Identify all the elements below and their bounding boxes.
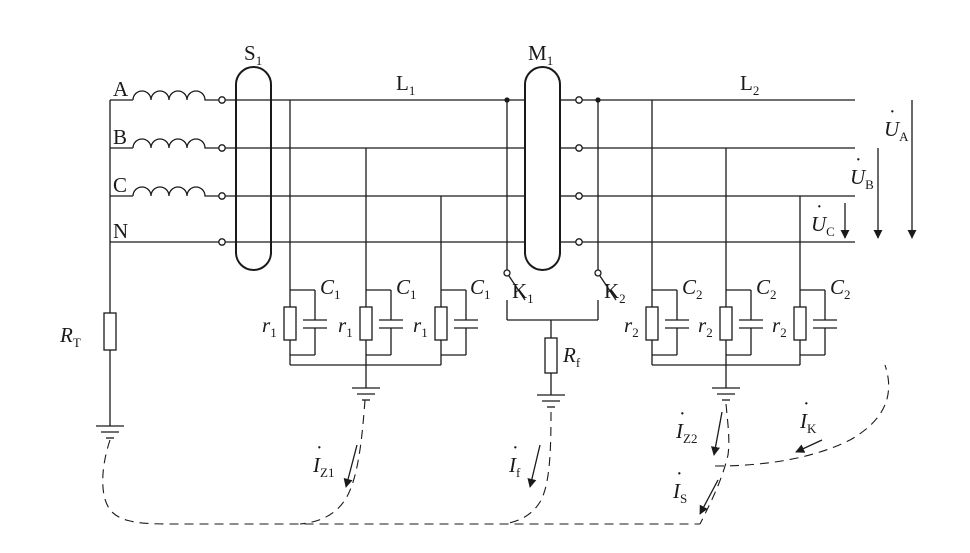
label-ik: IK [799, 409, 817, 436]
label-r2-2: r2 [698, 313, 713, 340]
ct-s1 [235, 66, 272, 271]
resistor-rf [544, 337, 558, 374]
ct-m1 [524, 66, 561, 271]
label-r1-2: r1 [338, 313, 353, 340]
phase-label-c: C [113, 173, 127, 197]
label-uc: UC [811, 212, 835, 239]
phase-label-n: N [113, 219, 128, 243]
dot-ub: · [855, 149, 862, 171]
voltage-arrows [840, 100, 917, 239]
dot-iz1: · [316, 437, 323, 459]
rc-branches-l2 [645, 100, 837, 380]
line-l2 [560, 99, 855, 243]
label-rf: Rf [562, 343, 581, 370]
label-if: If [508, 453, 521, 480]
label-ub: UB [850, 165, 874, 192]
label-l1: L1 [396, 71, 415, 98]
source-windings [132, 90, 219, 197]
dot-ik: · [803, 393, 810, 415]
current-return-path [102, 364, 890, 525]
neutral-wiring [109, 99, 219, 418]
current-arrows [343, 411, 823, 515]
phase-labels: A B C N [113, 77, 129, 243]
fault-switches [503, 100, 617, 387]
line-l1 [225, 99, 525, 243]
dot-uc: · [816, 196, 823, 218]
rc-branches-l1 [283, 100, 478, 380]
ground-symbol-rf [536, 386, 566, 408]
label-c2-3: C2 [830, 275, 851, 302]
dot-ua: · [889, 101, 896, 123]
label-is: IS [672, 479, 687, 506]
label-k2: K2 [604, 279, 626, 306]
label-s1: S1 [244, 41, 262, 68]
label-c2-2: C2 [756, 275, 777, 302]
label-c1-2: C1 [396, 275, 417, 302]
terminals-s1-left [218, 96, 226, 246]
label-c1-1: C1 [320, 275, 341, 302]
label-r1-1: r1 [262, 313, 277, 340]
dot-iz2: · [679, 403, 686, 425]
label-k1: K1 [512, 279, 534, 306]
label-r2-3: r2 [772, 313, 787, 340]
label-c1-3: C1 [470, 275, 491, 302]
dot-if: · [512, 437, 519, 459]
label-ua: UA [884, 117, 909, 144]
label-c2-1: C2 [682, 275, 703, 302]
terminals-m1-right [575, 96, 583, 246]
ground-symbol-source [95, 417, 125, 439]
label-iz1: IZ1 [312, 453, 334, 480]
label-rt: RT [59, 323, 81, 350]
dot-is: · [676, 463, 683, 485]
label-r2-1: r2 [624, 313, 639, 340]
label-l2: L2 [740, 71, 759, 98]
resistor-rt [103, 312, 117, 351]
label-m1: M1 [528, 41, 553, 68]
phase-label-b: B [113, 125, 127, 149]
label-iz2: IZ2 [675, 419, 697, 446]
label-r1-3: r1 [413, 313, 428, 340]
ground-symbol-l1 [351, 379, 381, 401]
ground-symbol-l2 [711, 379, 741, 401]
phase-label-a: A [113, 77, 129, 101]
